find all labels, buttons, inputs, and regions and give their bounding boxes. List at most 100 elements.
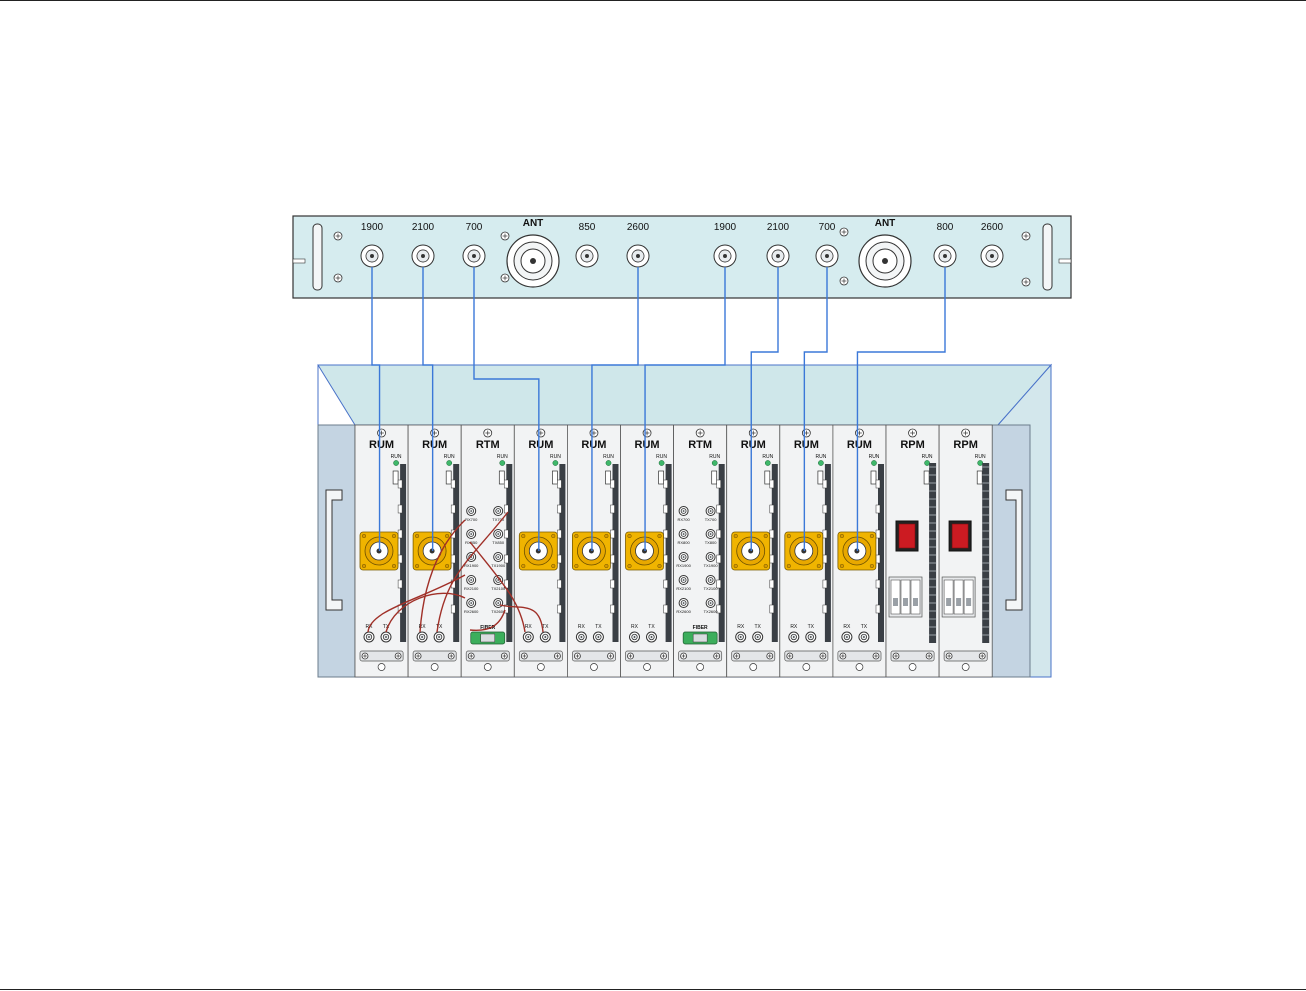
service-port [976,470,983,485]
port-pin [470,579,473,581]
status-label: RUN [603,454,614,460]
rail-clip [610,554,615,564]
status-label: RUN [762,454,773,460]
module-rtm: RTMRUNRX700RX800RX1900RX2100RX2600TX700T… [673,424,728,678]
port-pin [682,579,685,581]
status-label: RUN [444,454,455,460]
port-connector [466,575,477,585]
rail-clip [822,604,828,614]
port-pin [709,533,712,535]
chassis-ear-left [317,424,356,678]
rail-clip [822,479,828,489]
flange-hole [786,533,791,539]
antenna-cable [371,267,381,551]
status-label: RUN [869,454,880,460]
rail-clip [663,604,668,614]
screw [642,428,652,438]
port-pin [682,510,685,512]
rx-label: RX [790,624,798,630]
port-label: 700 [466,222,483,233]
screw [414,652,422,660]
port-pin [497,579,500,581]
port-pin [585,254,589,258]
rail-clip [450,554,456,564]
status-label: RUN [922,454,933,460]
port-pin [943,254,947,258]
run-led [711,460,718,466]
screw [500,231,510,241]
rail-clip [769,504,775,514]
screw [748,428,758,438]
port-connector [678,575,689,585]
screw [394,652,402,660]
tx-label: TX [542,624,549,630]
port-pin [497,533,500,535]
port-pin [497,602,500,604]
rail-clip [875,554,881,564]
power-switch [951,523,969,549]
rail-clip [610,504,615,514]
port-connector [841,631,853,643]
rail-clip [450,604,456,614]
flange-hole [551,533,556,539]
module-title: RUM [422,439,447,451]
heatsink-rail [612,464,619,642]
rail-clip [557,604,562,614]
port-connector [705,529,716,539]
jumper-cable [469,609,506,632]
rtm-tx-label: TX2100 [704,586,719,591]
rail-clip [822,504,828,514]
rtm-rx-label: RX2100 [676,586,691,591]
rtm-rx-label: RX2600 [676,609,691,614]
port-pin [597,636,600,638]
breaker-toggle [946,598,952,606]
ejector-knob [855,663,864,671]
port-connector [678,598,689,608]
rail-clip [716,554,721,564]
antenna-cable [750,267,779,551]
flange-hole [415,533,420,539]
screw [467,652,475,660]
screw [627,652,634,660]
breaker-toggle [893,598,898,606]
module-latch [731,650,776,662]
rtm-rx-label: RX1900 [676,563,691,568]
port-connector [363,631,375,643]
tx-label: TX [861,624,868,630]
flange-hole [391,563,397,569]
port-label: 850 [579,222,596,233]
rail-clip [610,479,615,489]
breaker-toggle [913,598,918,606]
port-connector [713,244,737,268]
port-pin [385,636,387,638]
port-connector [805,631,817,643]
rtm-tx-label: TX2600 [491,609,506,614]
jumper-cable [385,592,466,633]
port-pin [682,602,685,604]
ejector-knob [802,663,811,671]
flange-hole [445,533,450,539]
port-label: 800 [937,222,954,233]
rx-label: RX [578,624,586,630]
rail-clip [769,554,775,564]
tx-label: TX [383,624,390,630]
port-connector [629,631,640,643]
screw [377,428,386,438]
fiber-connector: FIBER [682,625,718,645]
screw [500,273,510,283]
port-pin [544,636,547,638]
status-label: RUN [391,454,402,460]
service-port [870,470,877,485]
module-title: RUM [369,439,394,451]
rtm-rx-label: RX1900 [464,563,479,568]
ejector-knob [961,663,970,671]
rtm-rx-label: RX700 [465,517,478,522]
module-latch [465,650,510,662]
top-border [0,0,1306,1]
status-label: RUN [815,454,826,460]
module-latch [890,650,935,662]
port-pin [580,636,583,638]
ejector-knob [483,663,492,671]
rail-clip [716,579,721,589]
